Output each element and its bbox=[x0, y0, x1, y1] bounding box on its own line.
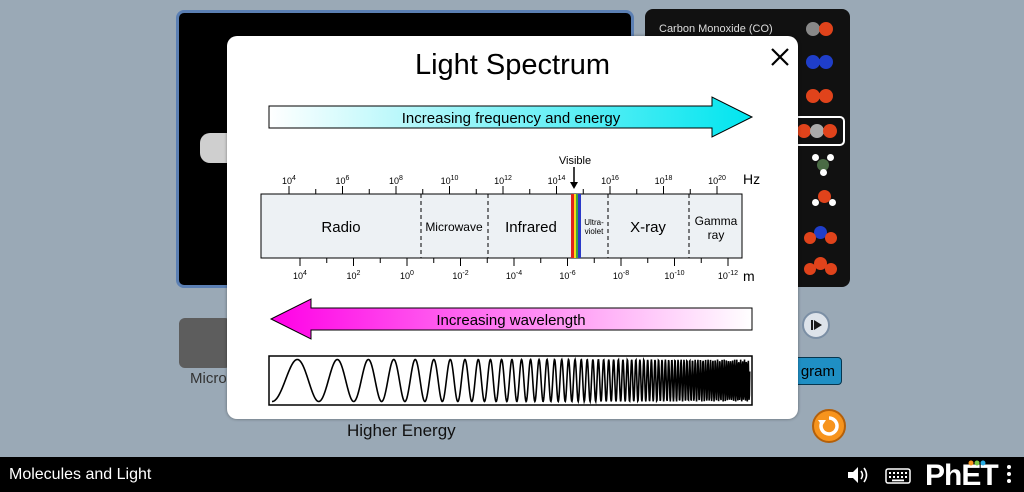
dialog-title: Light Spectrum bbox=[414, 49, 611, 81]
molecule-o2-icon[interactable] bbox=[806, 89, 836, 105]
wavelength-tick-label: 10-10 bbox=[664, 270, 684, 281]
wavelength-tick-label: 10-6 bbox=[559, 270, 575, 281]
molecule-co-icon[interactable] bbox=[806, 22, 836, 38]
molecule-ch4-icon[interactable] bbox=[812, 154, 834, 176]
phet-logo[interactable]: PhET bbox=[925, 459, 999, 489]
visible-yellow bbox=[574, 194, 576, 258]
wavelength-axis: 104 102 100 10-2 10-4 10-6 10-8 10-10 10-12 bbox=[293, 258, 738, 281]
spectrum-diagram: Increasing frequency and energy Visible … bbox=[260, 96, 760, 406]
region-gamma-line1: Gamma bbox=[695, 214, 738, 228]
visible-pointer-arrowhead bbox=[570, 182, 578, 189]
frequency-tick-label: 1018 bbox=[655, 175, 673, 186]
wavelength-tick-label: 10-12 bbox=[718, 270, 738, 281]
region-ultraviolet-line2: violet bbox=[585, 227, 604, 236]
frequency-tick-label: 108 bbox=[389, 175, 403, 186]
reset-icon bbox=[818, 416, 839, 436]
molecule-label-co: Carbon Monoxide (CO) bbox=[659, 23, 773, 35]
wavelength-tick-label: 104 bbox=[293, 270, 307, 281]
molecule-n2-icon[interactable] bbox=[806, 55, 836, 71]
frequency-unit: Hz bbox=[743, 171, 760, 187]
svg-text:PhET: PhET bbox=[925, 459, 998, 489]
visible-label: Visible bbox=[559, 155, 591, 167]
wavelength-arrow bbox=[269, 298, 753, 340]
region-gamma-line2: ray bbox=[708, 228, 725, 242]
wavelength-tick-label: 10-4 bbox=[506, 270, 522, 281]
visible-blue bbox=[578, 194, 581, 258]
wavelength-tick-label: 10-8 bbox=[613, 270, 629, 281]
visible-green bbox=[576, 194, 578, 258]
frequency-tick-label: 1014 bbox=[548, 175, 566, 186]
frequency-tick-label: 104 bbox=[282, 175, 296, 186]
frequency-tick-label: 1020 bbox=[708, 175, 726, 186]
energy-diagram-button[interactable]: gram bbox=[790, 357, 842, 385]
chirp-wave bbox=[271, 356, 751, 405]
higher-energy-label: Higher Energy bbox=[347, 421, 456, 440]
region-xray: X-ray bbox=[630, 219, 666, 236]
molecule-h2o-icon[interactable] bbox=[812, 188, 836, 208]
frequency-tick-label: 106 bbox=[336, 175, 350, 186]
wavelength-tick-label: 10-2 bbox=[452, 270, 468, 281]
region-ultraviolet-line1: Ultra- bbox=[584, 218, 604, 227]
frequency-tick-label: 1016 bbox=[601, 175, 619, 186]
step-forward-icon bbox=[811, 320, 822, 330]
phet-menu-icon[interactable] bbox=[1005, 463, 1013, 485]
molecule-co2-icon[interactable] bbox=[797, 124, 841, 140]
molecule-no2-icon[interactable] bbox=[804, 224, 838, 246]
keyboard-icon[interactable] bbox=[885, 466, 911, 484]
frequency-axis: 104 106 108 1010 1012 1014 1016 1018 1020 bbox=[282, 175, 726, 194]
spectrum-band bbox=[260, 193, 743, 259]
wavelength-tick-label: 102 bbox=[347, 270, 361, 281]
wavelength-tick-label: 100 bbox=[400, 270, 414, 281]
molecule-o3-icon[interactable] bbox=[804, 255, 838, 277]
region-infrared: Infrared bbox=[505, 219, 557, 236]
visible-red bbox=[571, 194, 574, 258]
region-radio: Radio bbox=[321, 219, 360, 236]
step-forward-button[interactable] bbox=[802, 311, 830, 339]
wavelength-unit: m bbox=[743, 268, 755, 284]
reset-button[interactable] bbox=[812, 409, 846, 443]
frequency-arrow-label: Increasing frequency and energy bbox=[402, 110, 621, 127]
light-spectrum-dialog: Light Spectrum Increasing frequency and … bbox=[227, 36, 798, 419]
light-source-selector[interactable] bbox=[179, 318, 231, 368]
region-microwave: Microwave bbox=[425, 220, 483, 234]
wavelength-arrow-label: Increasing wavelength bbox=[436, 312, 585, 329]
frequency-arrow bbox=[268, 96, 754, 138]
sim-title: Molecules and Light bbox=[9, 466, 152, 483]
frequency-tick-label: 1010 bbox=[441, 175, 459, 186]
frequency-tick-label: 1012 bbox=[494, 175, 512, 186]
close-icon[interactable] bbox=[767, 44, 793, 70]
sound-icon[interactable] bbox=[846, 465, 872, 485]
light-source-label: Micro bbox=[190, 370, 227, 387]
energy-diagram-label: gram bbox=[800, 363, 835, 380]
